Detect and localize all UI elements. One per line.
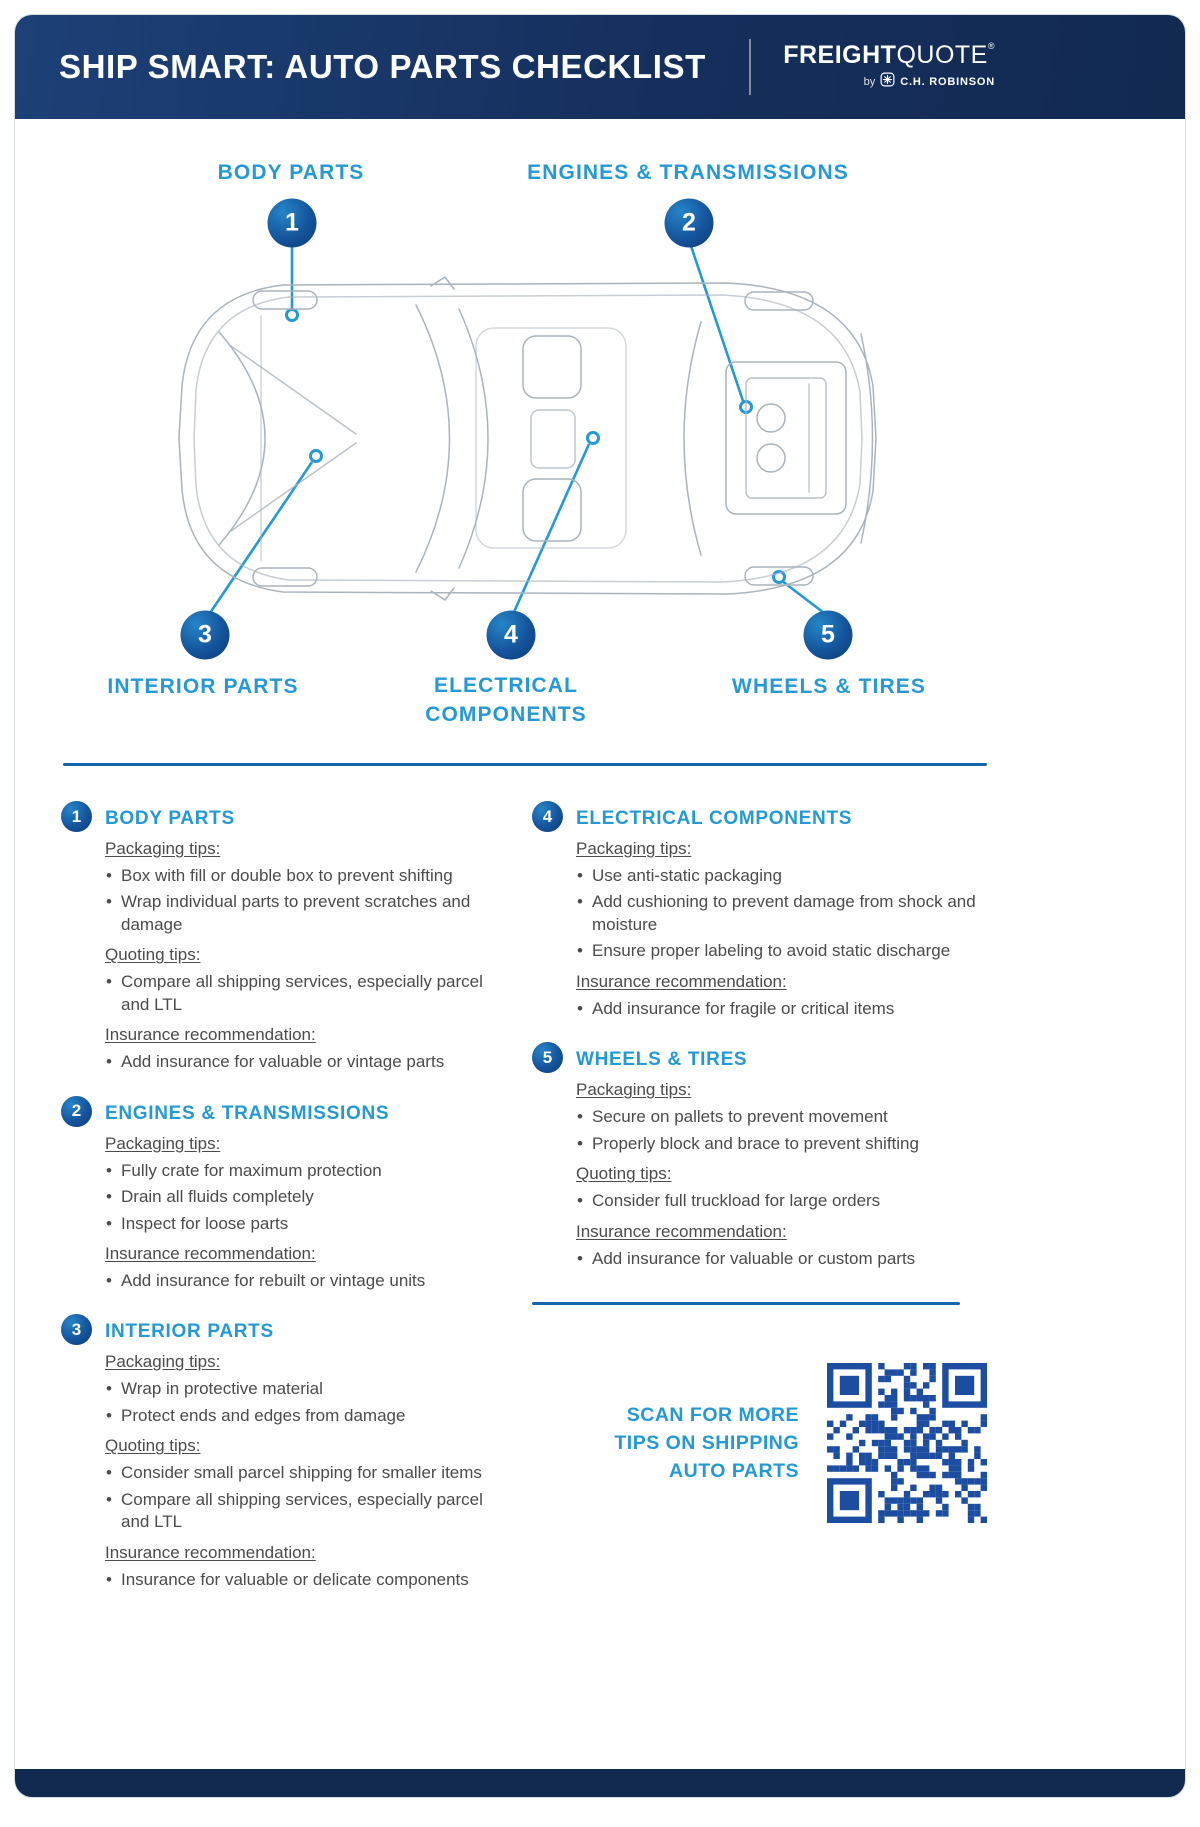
freightquote-logo: FREIGHTQUOTE® by C.H. ROBINSON	[783, 42, 995, 91]
bullet-list: Add insurance for valuable or custom par…	[576, 1248, 987, 1271]
group-heading: Quoting tips:	[105, 1436, 201, 1456]
group-heading: Insurance recommendation:	[576, 1221, 787, 1241]
bullet: Compare all shipping services, especiall…	[105, 971, 508, 1016]
section-3-badge: 3	[61, 1314, 92, 1346]
bullet: Secure on pallets to prevent movement	[576, 1106, 987, 1129]
logo-quote-text: QUOTE	[896, 41, 988, 70]
group-heading: Insurance recommendation:	[105, 1542, 316, 1562]
callout-badge-2: 2	[664, 198, 714, 248]
checklist-section-engines-transmissions: 2 ENGINES & TRANSMISSIONS Packaging tips…	[61, 1095, 508, 1293]
bullet: Properly block and brace to prevent shif…	[576, 1133, 987, 1156]
callout-label-body-parts: BODY PARTS	[217, 161, 365, 184]
bullet-list: Fully crate for maximum protection Drain…	[105, 1160, 508, 1236]
group-heading: Quoting tips:	[105, 945, 201, 965]
checklist-section-wheels-tires: 5 WHEELS & TIRES Packaging tips: Secure …	[532, 1042, 987, 1271]
section-5-badge: 5	[532, 1042, 563, 1074]
bullet: Protect ends and edges from damage	[105, 1405, 508, 1428]
bullet-list: Add insurance for valuable or vintage pa…	[105, 1051, 508, 1074]
bullet: Consider full truckload for large orders	[576, 1190, 987, 1213]
group-heading: Insurance recommendation:	[576, 971, 787, 991]
bullet-list: Secure on pallets to prevent movement Pr…	[576, 1106, 987, 1155]
logo-byline: by C.H. ROBINSON	[864, 72, 995, 92]
section-4-title: ELECTRICAL COMPONENTS	[576, 808, 853, 829]
bullet: Insurance for valuable or delicate compo…	[105, 1569, 508, 1592]
callout-badge-5: 5	[803, 610, 853, 660]
bullet-list: Compare all shipping services, especiall…	[105, 971, 508, 1016]
scan-prompt-line: TIPS ON SHIPPING	[614, 1431, 799, 1454]
checklist-columns: 1 BODY PARTS Packaging tips: Box with fi…	[15, 766, 1185, 1616]
bullet: Add cushioning to prevent damage from sh…	[576, 891, 987, 936]
bullet: Add insurance for fragile or critical it…	[576, 998, 987, 1021]
checklist-right-column: 4 ELECTRICAL COMPONENTS Packaging tips: …	[532, 801, 987, 1616]
registered-trademark: ®	[987, 41, 995, 52]
ch-robinson-logo-icon	[880, 72, 895, 92]
section-1-badge: 1	[61, 801, 92, 832]
group-heading: Packaging tips:	[576, 839, 692, 858]
bullet: Ensure proper labeling to avoid static d…	[576, 940, 987, 963]
bullet: Drain all fluids completely	[105, 1186, 508, 1209]
car-diagram: BODY PARTS ENGINES & TRANSMISSIONS INTER…	[15, 119, 1185, 759]
bullet: Fully crate for maximum protection	[105, 1160, 508, 1183]
header-banner: SHIP SMART: AUTO PARTS CHECKLIST FREIGHT…	[15, 15, 1185, 119]
qr-code	[827, 1362, 987, 1523]
callout-label-electrical-components: ELECTRICAL COMPONENTS	[425, 674, 587, 726]
qr-callout: SCAN FOR MORE TIPS ON SHIPPING AUTO PART…	[532, 1362, 987, 1523]
bullet-list: Add insurance for rebuilt or vintage uni…	[105, 1270, 508, 1293]
section-3-title: INTERIOR PARTS	[105, 1321, 274, 1343]
scan-prompt-line: AUTO PARTS	[669, 1460, 799, 1483]
group-heading: Packaging tips:	[105, 1133, 221, 1153]
group-heading: Packaging tips:	[105, 1352, 221, 1372]
footer-bar	[15, 1769, 1185, 1797]
checklist-left-column: 1 BODY PARTS Packaging tips: Box with fi…	[61, 801, 508, 1616]
callout-label-wheels-tires: WHEELS & TIRES	[732, 675, 926, 698]
bullet-list: Wrap in protective material Protect ends…	[105, 1378, 508, 1427]
header-divider	[749, 39, 752, 95]
checklist-section-electrical-components: 4 ELECTRICAL COMPONENTS Packaging tips: …	[532, 801, 987, 1021]
bullet: Compare all shipping services, especiall…	[105, 1489, 508, 1534]
bullet: Wrap in protective material	[105, 1378, 508, 1401]
bullet: Add insurance for valuable or vintage pa…	[105, 1051, 508, 1074]
bullet: Wrap individual parts to prevent scratch…	[105, 891, 508, 936]
callout-badge-4: 4	[486, 610, 536, 660]
section-2-badge: 2	[61, 1095, 92, 1127]
section-2-title: ENGINES & TRANSMISSIONS	[105, 1102, 390, 1124]
logo-freight-text: FREIGHT	[783, 41, 897, 70]
group-heading: Packaging tips:	[576, 1080, 692, 1100]
callout-label-interior-parts: INTERIOR PARTS	[107, 675, 299, 698]
freightquote-wordmark: FREIGHTQUOTE®	[783, 41, 995, 70]
section-5-title: WHEELS & TIRES	[576, 1049, 748, 1071]
bullet: Inspect for loose parts	[105, 1213, 508, 1236]
section-4-badge: 4	[532, 801, 563, 832]
callout-badge-3: 3	[180, 610, 230, 660]
section-divider	[63, 763, 987, 766]
section-1-title: BODY PARTS	[105, 808, 235, 829]
car-top-view-illustration	[161, 276, 891, 601]
page-title: SHIP SMART: AUTO PARTS CHECKLIST	[59, 48, 706, 85]
bullet: Add insurance for rebuilt or vintage uni…	[105, 1270, 508, 1293]
bullet-list: Consider full truckload for large orders	[576, 1190, 987, 1213]
bullet: Consider small parcel shipping for small…	[105, 1462, 508, 1485]
bullet: Box with fill or double box to prevent s…	[105, 865, 508, 888]
scan-prompt-line: SCAN FOR MORE	[626, 1403, 799, 1426]
group-heading: Insurance recommendation:	[105, 1025, 316, 1045]
group-heading: Insurance recommendation:	[105, 1243, 316, 1263]
bullet-list: Insurance for valuable or delicate compo…	[105, 1569, 508, 1592]
bullet-list: Consider small parcel shipping for small…	[105, 1462, 508, 1533]
callout-label-engines-transmissions: ENGINES & TRANSMISSIONS	[527, 161, 849, 184]
bullet-list: Box with fill or double box to prevent s…	[105, 865, 508, 936]
checklist-section-body-parts: 1 BODY PARTS Packaging tips: Box with fi…	[61, 801, 508, 1074]
checklist-section-interior-parts: 3 INTERIOR PARTS Packaging tips: Wrap in…	[61, 1314, 508, 1592]
scan-prompt-text: SCAN FOR MORE TIPS ON SHIPPING AUTO PART…	[532, 1401, 799, 1486]
group-heading: Quoting tips:	[576, 1164, 672, 1184]
logo-by-text: by	[863, 75, 876, 88]
logo-company-text: C.H. ROBINSON	[900, 75, 995, 88]
bullet: Add insurance for valuable or custom par…	[576, 1248, 987, 1271]
qr-section-divider	[532, 1301, 960, 1305]
callout-badge-1: 1	[267, 198, 317, 248]
bullet: Use anti-static packaging	[576, 865, 987, 888]
bullet-list: Add insurance for fragile or critical it…	[576, 998, 987, 1021]
page-card: SHIP SMART: AUTO PARTS CHECKLIST FREIGHT…	[14, 14, 1186, 1798]
bullet-list: Use anti-static packaging Add cushioning…	[576, 865, 987, 963]
group-heading: Packaging tips:	[105, 839, 221, 858]
